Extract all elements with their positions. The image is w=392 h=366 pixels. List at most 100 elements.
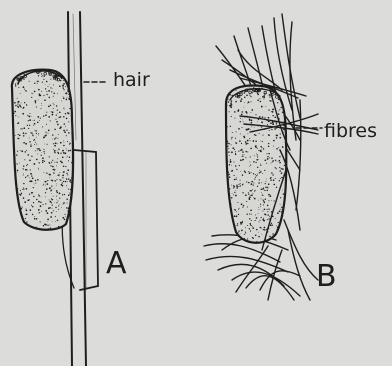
stipple-dot bbox=[14, 207, 15, 208]
stipple-dot bbox=[61, 207, 62, 208]
stipple-dot bbox=[279, 156, 280, 157]
stipple-dot bbox=[240, 171, 241, 172]
stipple-dot bbox=[237, 237, 238, 238]
stipple-dot bbox=[240, 94, 241, 95]
stipple-dot bbox=[259, 133, 260, 134]
stipple-dot bbox=[62, 175, 64, 177]
label-hair: hair bbox=[113, 71, 150, 90]
stipple-dot bbox=[242, 221, 243, 222]
stipple-dot bbox=[236, 190, 237, 191]
stipple-dot bbox=[267, 211, 268, 212]
stipple-dot bbox=[47, 212, 49, 214]
stipple-dot bbox=[28, 116, 30, 118]
stipple-dot bbox=[245, 231, 246, 232]
stipple-dot bbox=[70, 150, 71, 151]
stipple-dot bbox=[244, 170, 245, 171]
stipple-dot bbox=[18, 134, 19, 135]
stipple-dot bbox=[50, 227, 52, 229]
stipple-dot bbox=[267, 158, 269, 160]
stipple-dot bbox=[235, 101, 237, 103]
stipple-dot bbox=[267, 187, 268, 188]
stipple-dot bbox=[258, 232, 259, 233]
stipple-dot bbox=[36, 199, 37, 200]
stipple-dot bbox=[249, 213, 250, 214]
stipple-dot bbox=[256, 229, 257, 230]
stipple-dot bbox=[11, 221, 12, 222]
stipple-dot bbox=[269, 96, 270, 97]
stipple-dot bbox=[46, 112, 47, 113]
stipple-dot bbox=[281, 211, 283, 213]
stipple-dot bbox=[261, 88, 263, 90]
stipple-dot bbox=[30, 231, 32, 233]
stipple-dot bbox=[278, 113, 280, 115]
stipple-dot bbox=[23, 135, 24, 136]
stipple-dot bbox=[258, 200, 259, 201]
stipple-dot bbox=[42, 82, 43, 83]
stipple-dot bbox=[62, 156, 64, 158]
stipple-dot bbox=[236, 215, 238, 217]
stipple-dot bbox=[63, 116, 65, 118]
stipple-dot bbox=[69, 108, 70, 109]
stipple-dot bbox=[26, 104, 27, 105]
stipple-dot bbox=[236, 143, 237, 144]
stipple-dot bbox=[280, 178, 281, 179]
stipple-dot bbox=[242, 174, 243, 175]
stipple-dot bbox=[274, 128, 276, 130]
stipple-dot bbox=[19, 221, 20, 222]
stipple-dot bbox=[27, 175, 28, 176]
stipple-dot bbox=[279, 137, 281, 139]
stipple-dot bbox=[48, 106, 50, 108]
stipple-dot bbox=[258, 150, 259, 151]
stipple-dot bbox=[56, 202, 57, 203]
stipple-dot bbox=[34, 100, 35, 101]
stipple-dot bbox=[253, 193, 254, 194]
stipple-dot bbox=[245, 194, 247, 196]
stipple-dot bbox=[32, 214, 33, 215]
stipple-dot bbox=[64, 214, 65, 215]
stipple-dot bbox=[285, 240, 287, 242]
stipple-dot bbox=[73, 71, 75, 73]
stipple-dot bbox=[54, 129, 56, 131]
stipple-dot bbox=[39, 120, 40, 121]
stipple-dot bbox=[251, 126, 252, 127]
stipple-dot bbox=[249, 198, 251, 200]
stipple-dot bbox=[240, 183, 241, 184]
stipple-dot bbox=[281, 87, 282, 88]
stipple-dot bbox=[283, 233, 284, 234]
stipple-dot bbox=[75, 74, 76, 75]
stipple-dot bbox=[17, 102, 18, 103]
stipple-dot bbox=[245, 227, 246, 228]
stipple-dot bbox=[260, 164, 261, 165]
stipple-dot bbox=[45, 132, 46, 133]
stipple-dot bbox=[49, 187, 51, 189]
stipple-dot bbox=[257, 148, 258, 149]
stipple-dot bbox=[12, 195, 13, 196]
stipple-dot bbox=[231, 95, 232, 96]
stipple-dot bbox=[45, 114, 47, 116]
stipple-dot bbox=[17, 98, 18, 99]
stipple-dot bbox=[66, 129, 67, 130]
stipple-dot bbox=[65, 126, 66, 127]
stipple-dot bbox=[256, 217, 258, 219]
stipple-dot bbox=[264, 227, 266, 229]
stipple-dot bbox=[272, 174, 273, 175]
stipple-dot bbox=[49, 174, 51, 176]
stipple-dot bbox=[250, 156, 251, 157]
stipple-dot bbox=[236, 225, 237, 226]
stipple-dot bbox=[63, 89, 64, 90]
stipple-dot bbox=[51, 202, 52, 203]
stipple-dot bbox=[18, 87, 19, 88]
stipple-dot bbox=[38, 99, 39, 100]
stipple-dot bbox=[271, 157, 272, 158]
stipple-dot bbox=[56, 211, 57, 212]
stipple-dot bbox=[52, 204, 53, 205]
stipple-dot bbox=[70, 191, 72, 193]
stipple-dot bbox=[66, 99, 68, 101]
stipple-dot bbox=[233, 188, 234, 189]
stipple-dot bbox=[257, 157, 258, 158]
stipple-dot bbox=[44, 181, 46, 183]
stipple-dot bbox=[35, 130, 37, 132]
stipple-dot bbox=[242, 111, 243, 112]
stipple-dot bbox=[229, 240, 230, 241]
label-fibres: fibres bbox=[324, 122, 377, 141]
